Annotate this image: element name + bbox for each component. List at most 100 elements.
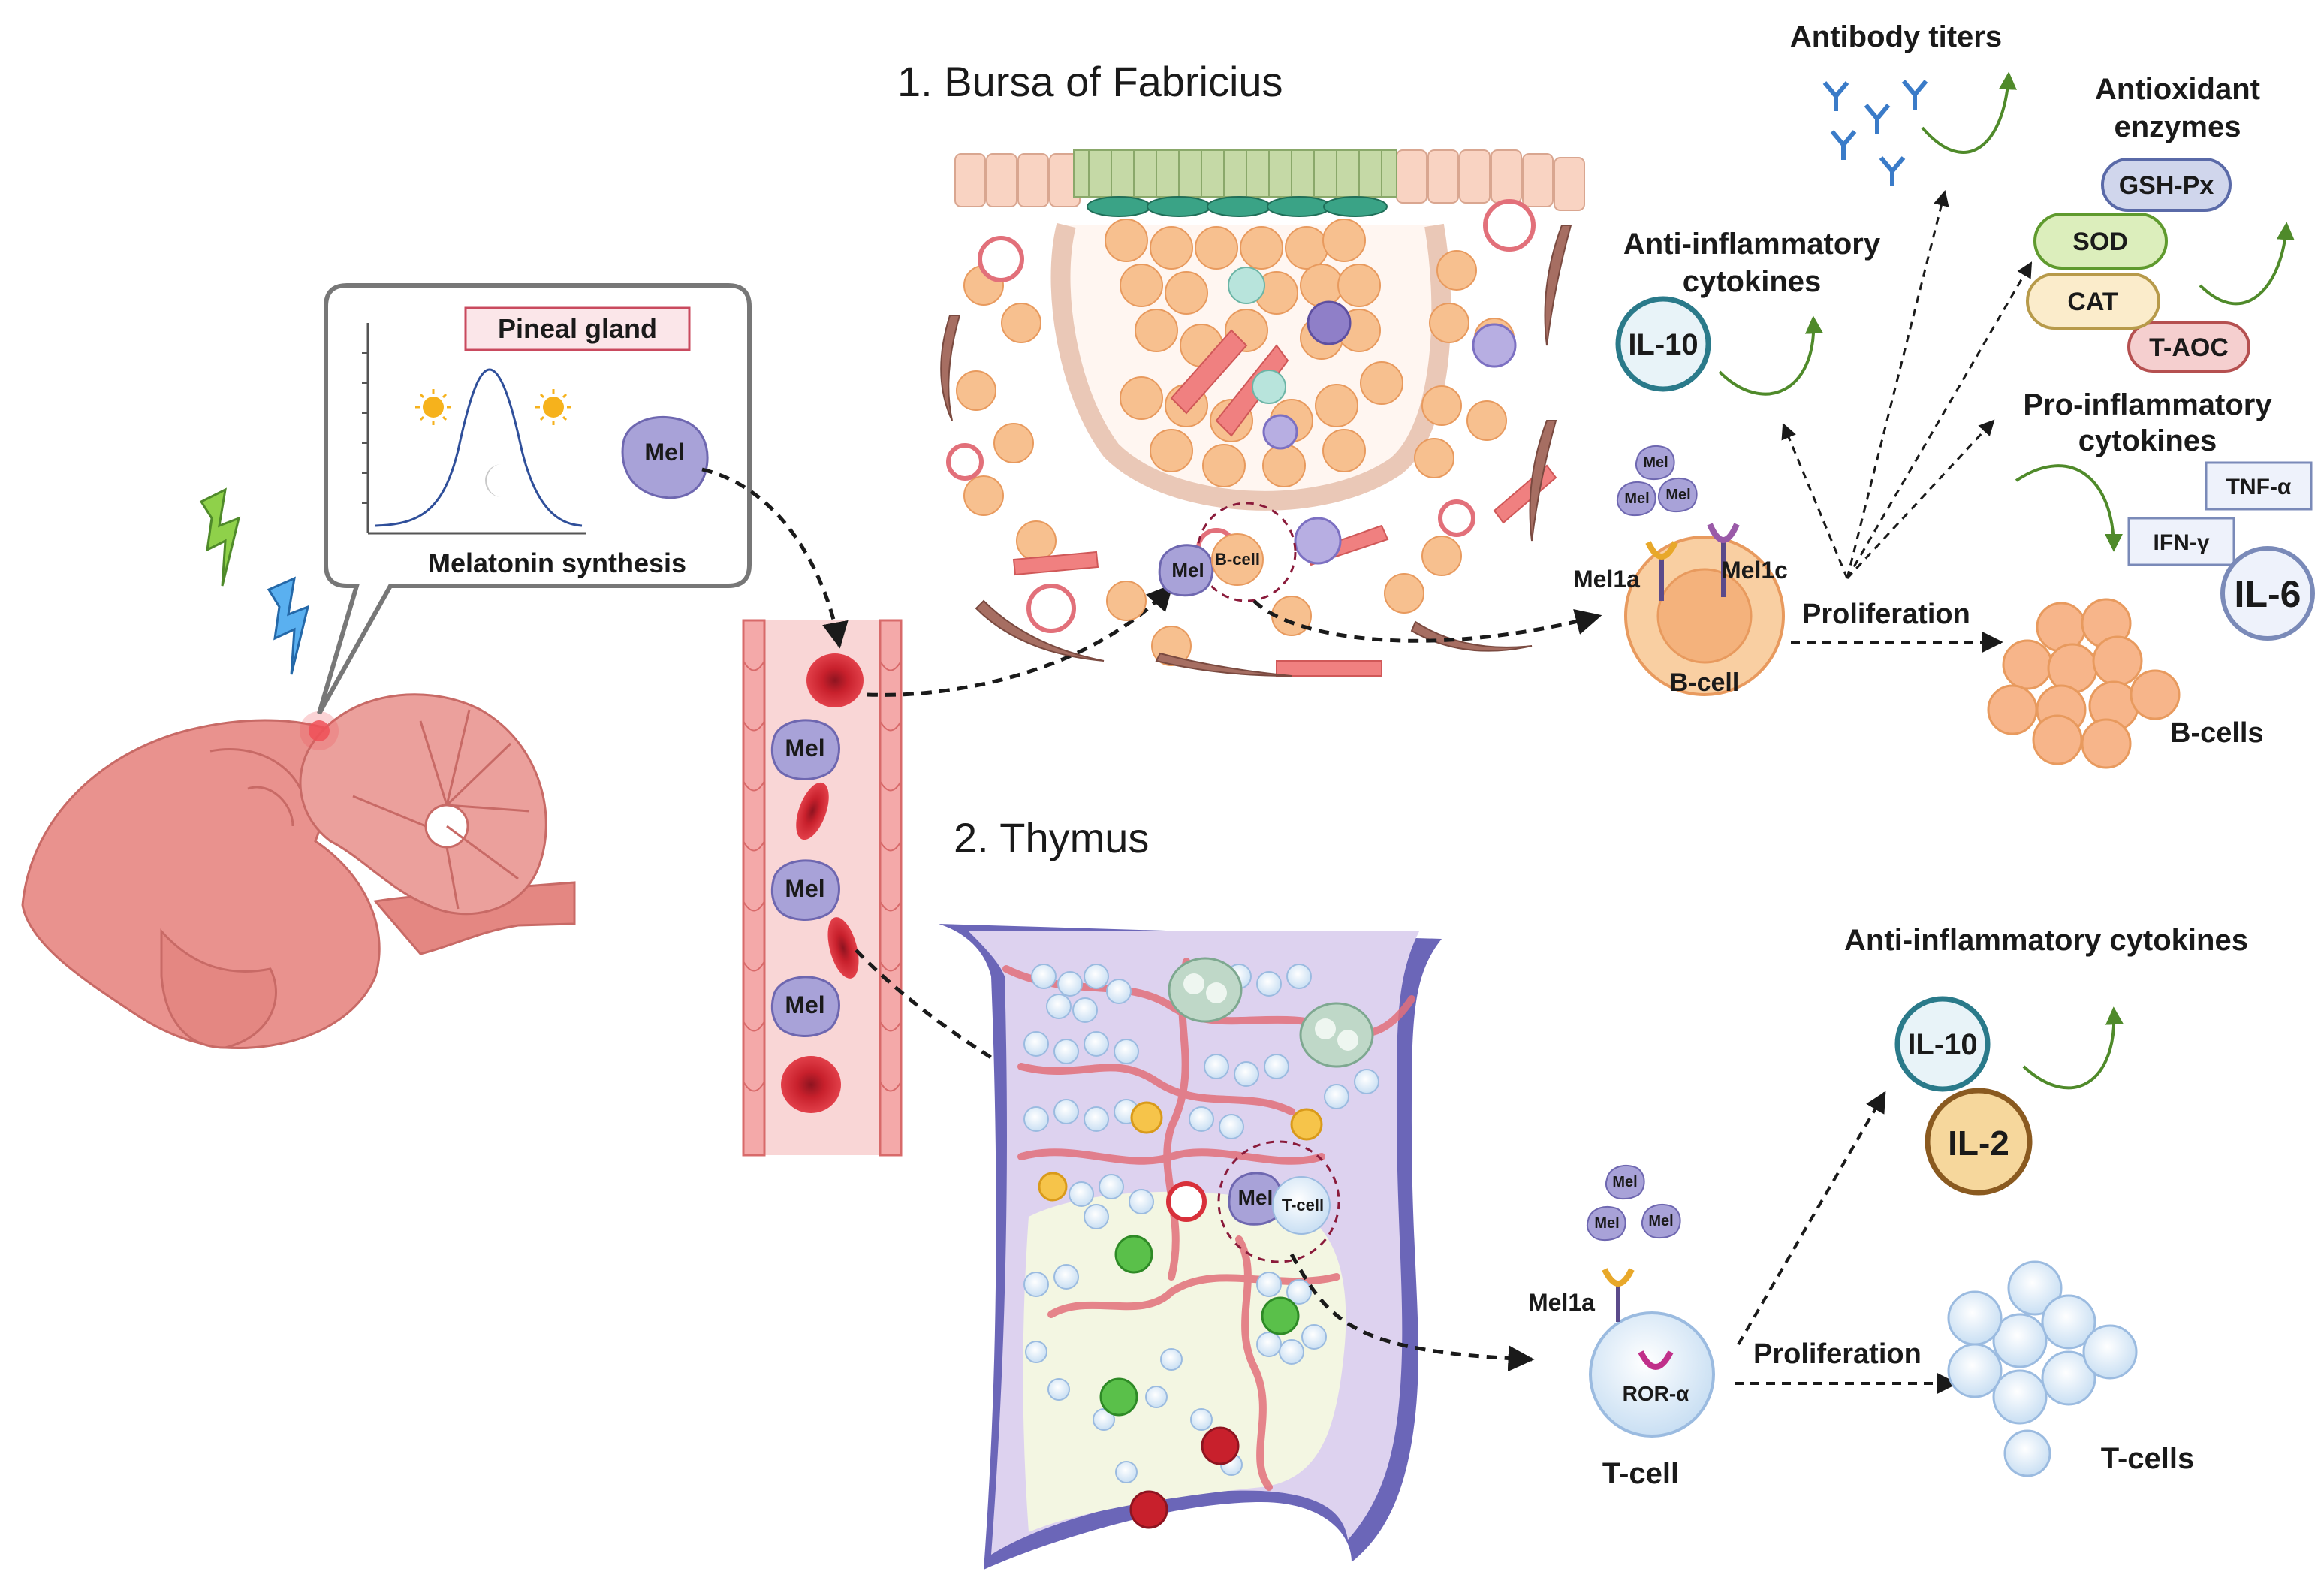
b-anti-inflam-title-2: cytokines [1683,265,1822,298]
il2-circle [1925,1088,2033,1196]
il2-label: IL-2 [1948,1124,2009,1163]
mel1a-receptor [1645,541,1678,601]
mel-label-vessel-2: Mel [785,875,824,902]
ror-alpha-icon [1638,1350,1674,1370]
mel-cluster-t: Mel Mel Mel [1586,1165,1681,1242]
pro-inflam-title-1: Pro-inflammatory [2023,388,2272,421]
b-cell-label: B-cell [1670,668,1740,697]
bursa-epithelium [954,149,1585,211]
cerebellum-folia [352,709,530,910]
bcell-pathway: Mel Mel Mel B-cell Mel1a Mel1c Prolifera… [1573,20,2315,769]
pro-inflam-title-2: cytokines [2078,424,2217,457]
up-arrow-antibody [1921,71,2017,154]
cat-pill [2026,273,2160,330]
lightning-green-icon [199,487,241,587]
b-anti-inflam-title-1: Anti-inflammatory [1623,228,1881,261]
brain-gyri [209,747,302,827]
mel-small-t-2: Mel [1594,1215,1619,1232]
il10-t-label: IL-10 [1907,1028,1977,1061]
il6-circle [2220,546,2315,641]
tnf-box [2205,461,2313,511]
mel-label-vessel-1: Mel [785,735,824,762]
pineal-gland-dot [309,720,330,741]
t-anti-inflam-title: Anti-inflammatory cytokines [1844,924,2248,957]
bursa-dendritic-cells [1228,267,1517,565]
pineal-label: Pineal gland [498,313,657,344]
mel-small-t-1: Mel [1612,1174,1637,1190]
mel-label-pineal: Mel [644,439,684,466]
ror-alpha-label: ROR-α [1623,1382,1689,1405]
mel1a-label: Mel1a [1573,566,1640,593]
chicken-brain [21,693,576,1050]
down-arrow-pro-inflam [2015,464,2123,552]
mel-small-t-3: Mel [1648,1213,1673,1229]
antioxidant-title-1: Antioxidant [2095,73,2260,106]
optic-lobe [160,928,277,1049]
b-cell-label-bursa: B-cell [1215,550,1260,569]
mel-blob-bursa [1158,544,1214,597]
mel-label-bursa: Mel [1171,559,1204,581]
t-cell-label-thymus: T-cell [1282,1196,1324,1214]
t-cell-small [1272,1176,1331,1235]
red-blood-cell [806,653,864,707]
cat-label: CAT [2067,288,2118,316]
pineal-callout: Pineal gland [317,283,752,715]
mel-small-b-2: Mel [1624,490,1649,507]
bursa-fibroblasts [1012,329,1557,677]
sod-label: SOD [2072,228,2128,256]
mel-blob-vessel [770,859,840,921]
t-proliferation-label: Proliferation [1753,1338,1922,1370]
mel1c-label: Mel1c [1721,557,1788,584]
sod-pill [2033,213,2168,270]
brain-hemisphere [21,719,381,1050]
blood-vessel: Mel Mel Mel [742,619,903,1157]
t-cells-label: T-cells [2101,1442,2195,1475]
mel-label-thymus: Mel [1238,1186,1274,1209]
red-blood-cell [827,917,859,979]
thymus-highlight-circle [1217,1140,1340,1263]
ifn-box [2127,517,2235,566]
il10-t-circle [1894,996,1991,1092]
mel-blob-vessel [770,719,840,780]
t-aoc-pill [2127,321,2250,373]
red-blood-cell [781,1056,841,1113]
thymus-hassall-corpuscles [1168,957,1374,1068]
sun-icon [415,389,451,425]
light-stimulus [199,487,310,675]
mel1a-t-label: Mel1a [1528,1289,1595,1316]
cerebellum [299,693,547,916]
b-cells-cluster [1987,598,2181,769]
bursa-dark-fibers [940,225,1572,677]
mel1a-receptor-t [1602,1268,1635,1322]
tnf-label: TNF-α [2226,475,2292,499]
vessel-wall-right [879,619,903,1157]
thymus-green-cells [1099,1235,1300,1417]
il6-label: IL-6 [2235,573,2301,615]
mel-small-b-1: Mel [1643,454,1668,471]
antibody-icon-group [1822,80,1928,186]
bursa-title: 1. Bursa of Fabricius [897,58,1283,105]
mel-cluster-b: Mel Mel Mel [1616,445,1698,517]
t-cell-label: T-cell [1602,1457,1679,1490]
melatonin-synthesis-caption: Melatonin synthesis [428,548,686,578]
mel1c-receptor [1707,523,1740,597]
red-blood-cell [796,782,829,840]
melatonin-rhythm-plot [362,323,586,535]
up-arrow-il10-t [2022,1006,2124,1090]
thymus-yellow-cells [1038,1101,1323,1202]
arrow-pineal-to-vessel [701,467,849,649]
arrow-bursa-to-bcell [1252,599,1602,643]
pineal-label-box [464,306,691,351]
mel-blob-pineal [621,415,709,499]
antibody-title: Antibody titers [1790,20,2002,53]
gsh-px-label: GSH-Px [2119,171,2214,200]
bursa-villi-layer [1073,149,1397,198]
mel-small-b-3: Mel [1665,487,1690,503]
t-cells-cluster [1947,1260,2138,1477]
bcell-effect-arrows [1781,189,2033,580]
pineal-glow [300,711,339,750]
thymus-title: 2. Thymus [954,814,1149,861]
melatonin-curve [375,368,583,527]
mel-label-vessel-3: Mel [785,991,824,1018]
